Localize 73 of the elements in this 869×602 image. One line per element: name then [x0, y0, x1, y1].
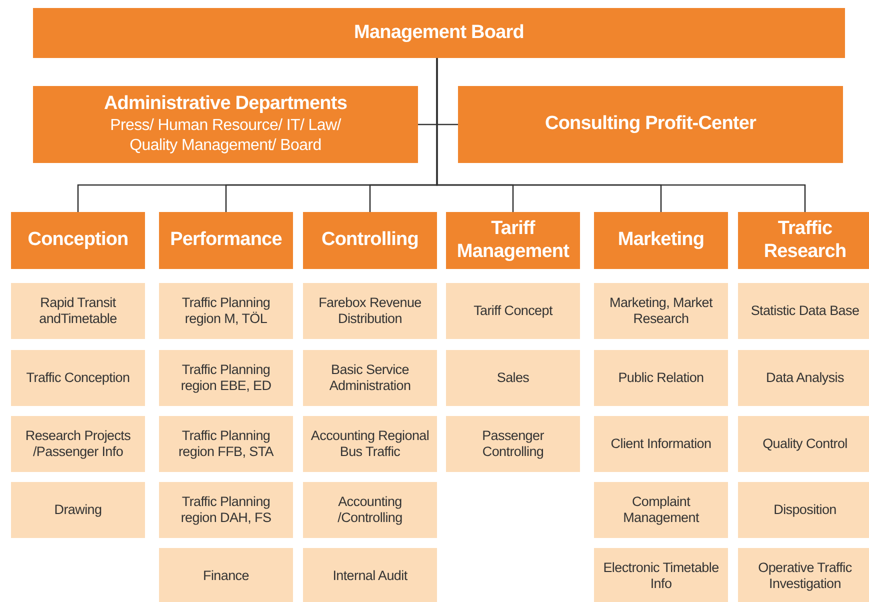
box-heading: Conception: [28, 229, 128, 252]
box-text: Tariff Concept: [474, 302, 552, 320]
box-heading: Traffic Research: [762, 218, 848, 264]
section-box: [738, 548, 869, 602]
section-box: [159, 482, 293, 538]
box-text: Disposition: [774, 502, 836, 518]
box-heading: Marketing: [618, 229, 704, 252]
box-text: Internal Audit: [332, 568, 408, 584]
section-box: [594, 482, 728, 538]
section-box: [738, 416, 869, 472]
section-box: [594, 350, 728, 406]
box-text: Traffic Planning region FFB, STA: [177, 428, 275, 460]
box-text: Traffic Planning region M, TÖL: [180, 294, 272, 328]
section-box: [11, 416, 145, 472]
box-text: Quality Control: [762, 436, 848, 452]
box-text: Accounting Regional Bus Traffic: [310, 428, 430, 460]
section-box: [303, 350, 437, 406]
box-text: Finance: [203, 568, 249, 584]
box-text: Accounting /Controlling: [336, 494, 404, 526]
box-text: Passenger Controlling: [481, 428, 545, 460]
department-box: [303, 212, 437, 269]
box-text: Operative Traffic Investigation: [757, 560, 853, 592]
section-box: [159, 350, 293, 406]
section-box: [738, 482, 869, 538]
department-box: [11, 212, 145, 269]
box-heading: Performance: [170, 229, 282, 252]
department-box: [594, 212, 728, 269]
box-heading: Consulting Profit-Center: [545, 113, 756, 136]
section-box: [594, 416, 728, 472]
section-box: [446, 350, 580, 406]
box-text: Data Analysis: [766, 370, 844, 386]
section-box: [11, 482, 145, 538]
box-text: Marketing, Market Research: [608, 294, 714, 328]
box-text: Basic Service Administration: [328, 362, 412, 394]
section-box: [159, 416, 293, 472]
box-text: Rapid Transit andTimetable: [38, 294, 118, 328]
department-box: [738, 212, 869, 269]
section-box: [446, 416, 580, 472]
section-box: [303, 416, 437, 472]
box-text: Drawing: [54, 502, 102, 518]
box-heading: Management Board: [354, 22, 524, 44]
section-box: [303, 548, 437, 602]
section-box: [594, 548, 728, 602]
section-box: [738, 350, 869, 406]
section-box: [11, 283, 145, 339]
unit-box: [33, 86, 418, 163]
section-box: [446, 283, 580, 339]
box-text: Client Information: [610, 436, 712, 452]
box-text: Traffic Planning region DAH, FS: [180, 494, 272, 526]
box-text: Statistic Data Base: [750, 302, 860, 320]
section-box: [594, 283, 728, 339]
box-text: Complaint Management: [622, 494, 700, 526]
box-text: Farebox Revenue Distribution: [318, 294, 422, 328]
unit-box: [458, 86, 843, 163]
box-text: Traffic Conception: [26, 370, 130, 386]
section-box: [303, 283, 437, 339]
box-heading: Tariff Management: [456, 218, 570, 264]
box-text: Public Relation: [618, 370, 704, 386]
box-text: Sales: [496, 370, 530, 386]
section-box: [738, 283, 869, 339]
section-box: [303, 482, 437, 538]
department-box: [446, 212, 580, 269]
section-box: [159, 548, 293, 602]
box-heading: Controlling: [322, 229, 418, 252]
box-text: Electronic Timetable Info: [602, 560, 720, 592]
box-subtext: Press/ Human Resource/ IT/ Law/ Quality Management/ Board: [109, 116, 342, 156]
board-box: [33, 8, 845, 58]
box-text: Traffic Planning region EBE, ED: [180, 362, 272, 394]
box-text: Research Projects /Passenger Info: [24, 428, 132, 460]
box-heading: Administrative Departments: [104, 93, 347, 116]
section-box: [11, 350, 145, 406]
department-box: [159, 212, 293, 269]
section-box: [159, 283, 293, 339]
